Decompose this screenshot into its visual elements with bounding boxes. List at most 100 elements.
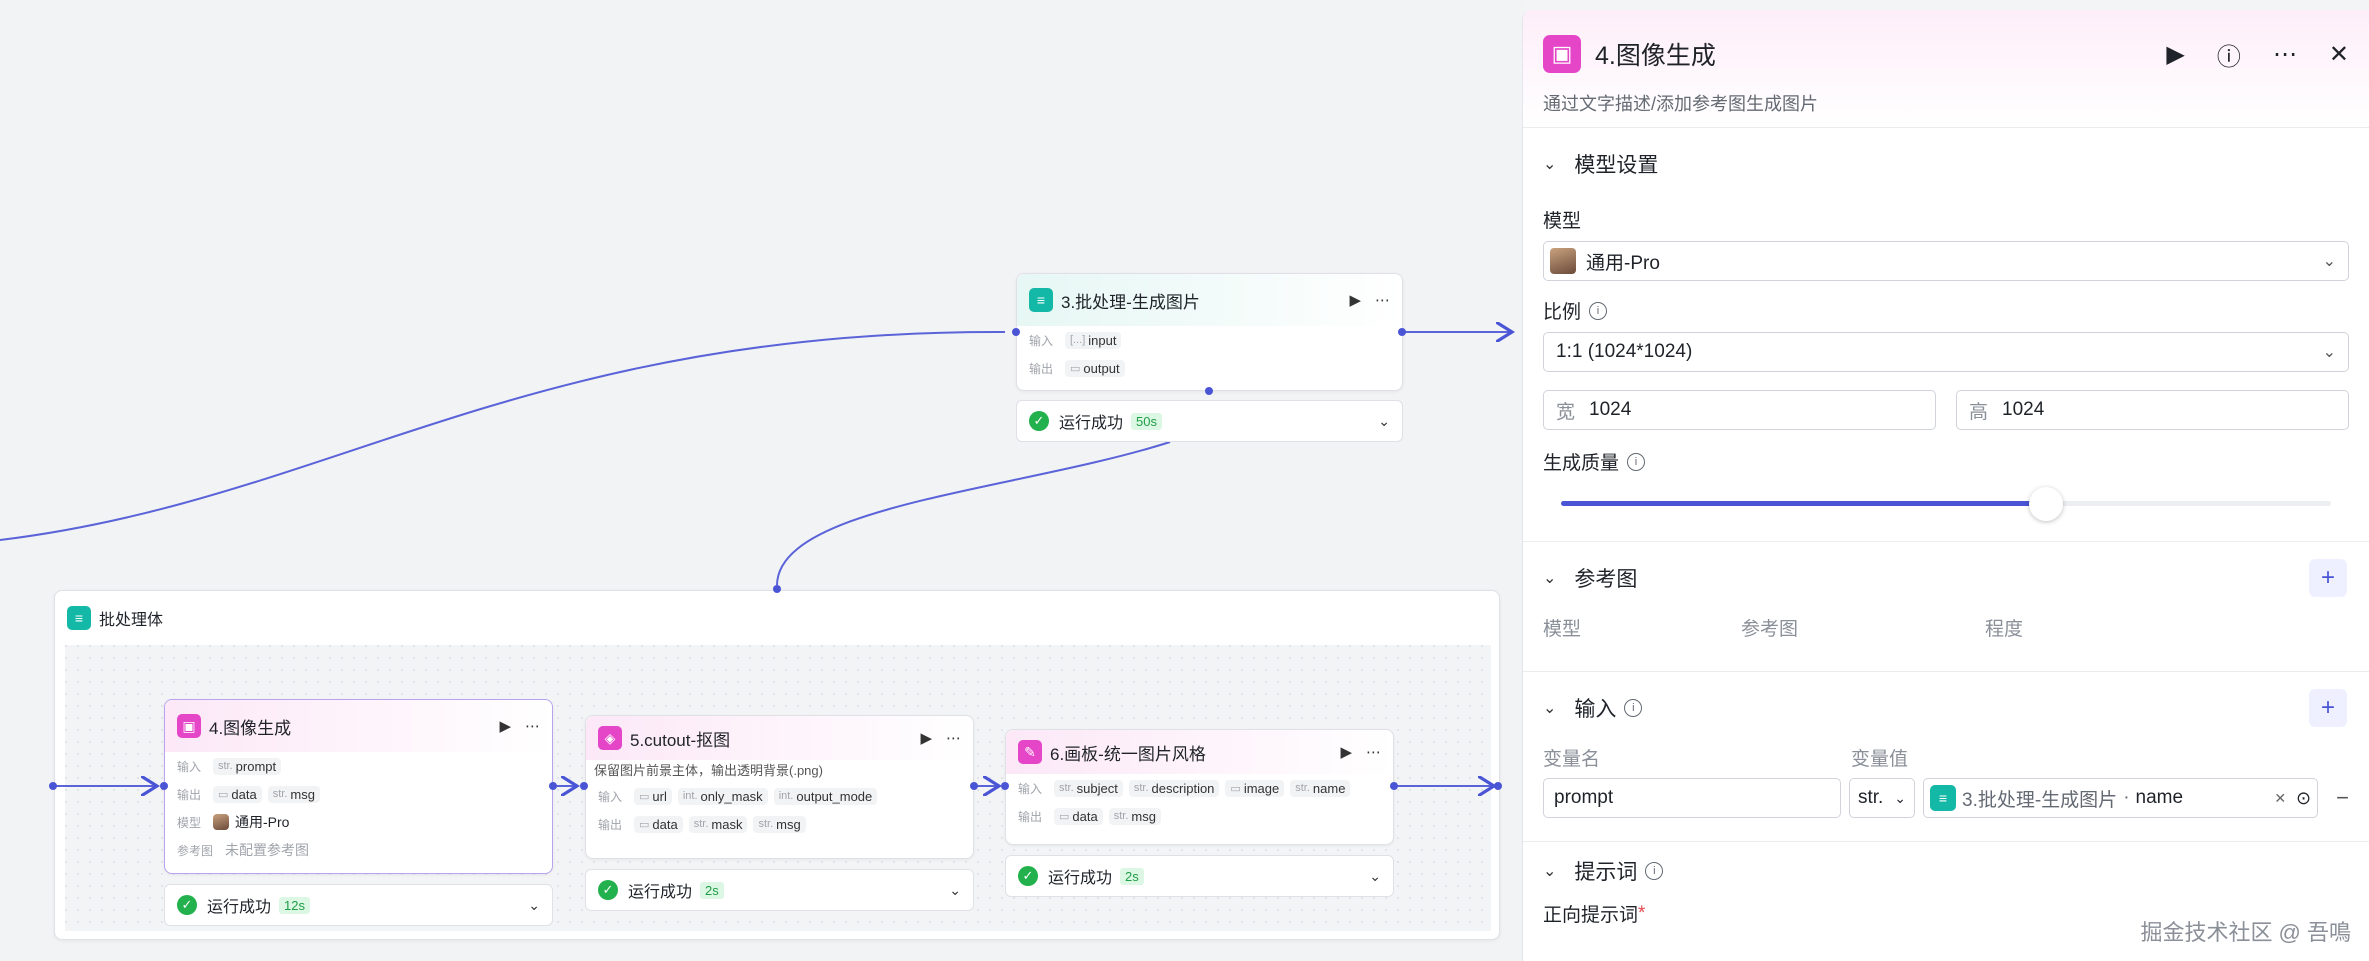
node-batch-generate[interactable]: ≡ 3.批处理-生成图片 ▶ ⋯ 输入 [...]input 输出 ▭outpu…: [1016, 273, 1403, 391]
type-label: int.: [682, 790, 698, 802]
var-name: url: [652, 788, 667, 804]
quality-slider[interactable]: [1561, 483, 2331, 523]
status-text: 运行成功: [1059, 415, 1124, 432]
height-input[interactable]: 高 1024: [1956, 390, 2349, 430]
input-tag: int.output_mode: [773, 787, 878, 805]
node-canvas-style[interactable]: ✎ 6.画板-统一图片风格 ▶ ⋯ 输入 str.subject str.des…: [1005, 729, 1394, 845]
ratio-value: 1:1 (1024*1024): [1556, 341, 1693, 362]
workflow-canvas[interactable]: ≡ 3.批处理-生成图片 ▶ ⋯ 输入 [...]input 输出 ▭outpu…: [0, 0, 1522, 961]
chevron-down-icon[interactable]: ⌄: [1378, 412, 1390, 429]
more-icon[interactable]: ⋯: [946, 730, 961, 747]
output-port[interactable]: [1390, 782, 1398, 790]
run-icon[interactable]: ▶: [920, 730, 932, 747]
more-icon[interactable]: ⋯: [1375, 292, 1390, 309]
width-value: 1024: [1589, 399, 1632, 420]
output-port[interactable]: [970, 782, 978, 790]
cutout-icon: ◈: [598, 726, 622, 750]
node-image-generate[interactable]: ▣ 4.图像生成 ▶ ⋯ 输入 str.prompt 输出 ▭data str.…: [164, 699, 553, 874]
chevron-down-icon[interactable]: ⌄: [528, 896, 540, 913]
info-icon[interactable]: i: [1589, 301, 1608, 320]
check-icon: ✓: [1029, 411, 1049, 431]
output-port[interactable]: [1398, 328, 1406, 336]
more-icon[interactable]: ⋯: [1366, 744, 1381, 761]
model-avatar: [1550, 248, 1576, 274]
output-tag: ▭data: [213, 785, 262, 803]
slider-handle[interactable]: [2029, 487, 2064, 521]
info-icon[interactable]: i: [1624, 699, 1643, 717]
var-name: msg: [776, 816, 801, 832]
run-icon[interactable]: ▶: [1340, 744, 1352, 761]
width-input[interactable]: 宽 1024: [1543, 390, 1936, 430]
input-tag: str.subject: [1054, 779, 1123, 797]
model-label: 模型: [1543, 211, 1582, 232]
chevron-down-icon[interactable]: ⌄: [949, 881, 961, 898]
type-label: str.: [1295, 782, 1310, 794]
edge-node3-to-batch: [776, 441, 1171, 586]
slider-fill: [1561, 501, 2047, 506]
chevron-down-icon: ⌄: [1543, 863, 1557, 880]
var-name-input[interactable]: prompt: [1543, 778, 1841, 818]
help-icon[interactable]: ⓘ: [2216, 43, 2241, 71]
section-header[interactable]: ⌄ 提示词 i: [1543, 842, 2349, 900]
node-cutout[interactable]: ◈ 5.cutout-抠图 ▶ ⋯ 保留图片前景主体，输出透明背景(.png) …: [585, 715, 974, 859]
var-name: data: [1072, 808, 1098, 824]
required-mark: *: [1638, 902, 1646, 924]
add-input-button[interactable]: +: [2309, 689, 2347, 727]
run-icon[interactable]: ▶: [2166, 40, 2185, 68]
model-select[interactable]: 通用-Pro ⌄: [1543, 241, 2349, 281]
type-label: str.: [1059, 782, 1074, 794]
add-reference-button[interactable]: +: [2309, 559, 2347, 597]
more-icon[interactable]: ⋯: [525, 718, 540, 735]
positive-prompt-label: 正向提示词: [1543, 905, 1639, 926]
input-port[interactable]: [1001, 782, 1009, 790]
info-icon[interactable]: i: [1645, 862, 1664, 880]
port[interactable]: [1494, 782, 1502, 790]
layers-icon: ≡: [1930, 785, 1956, 811]
section-header[interactable]: ⌄ 输入 i +: [1543, 672, 2349, 744]
section-header[interactable]: ⌄ 参考图 +: [1543, 542, 2349, 614]
prompt-section: ⌄ 提示词 i 正向提示词 *: [1523, 842, 2369, 927]
image-icon: ▭: [1230, 782, 1241, 795]
status-bar[interactable]: ✓ 运行成功 50s ⌄: [1016, 400, 1403, 442]
variable-picker-icon[interactable]: ⊙: [2296, 787, 2312, 808]
more-icon[interactable]: ⋯: [2272, 40, 2297, 68]
node-desc: 保留图片前景主体，输出透明背景(.png): [594, 763, 823, 778]
output-tag: str.mask: [688, 815, 748, 833]
run-icon[interactable]: ▶: [1349, 292, 1361, 309]
output-port[interactable]: [549, 782, 557, 790]
close-icon[interactable]: ✕: [2328, 40, 2349, 68]
chevron-down-icon[interactable]: ⌄: [1369, 867, 1381, 884]
status-bar[interactable]: ✓ 运行成功 2s ⌄: [1005, 855, 1394, 897]
run-icon[interactable]: ▶: [499, 718, 511, 735]
input-port[interactable]: [580, 782, 588, 790]
remove-variable-button[interactable]: −: [2336, 785, 2349, 810]
port[interactable]: [49, 782, 57, 790]
layers-icon: ≡: [67, 606, 91, 630]
batch-port[interactable]: [1205, 387, 1213, 395]
info-icon[interactable]: i: [1627, 452, 1646, 471]
var-name-value: prompt: [1554, 787, 1614, 808]
batch-input-port[interactable]: [773, 585, 781, 593]
chevron-down-icon: ⌄: [2322, 344, 2336, 361]
clear-icon[interactable]: ✕: [2274, 789, 2287, 806]
var-type-select[interactable]: str. ⌄: [1849, 778, 1915, 818]
output-label: 输出: [1029, 361, 1054, 376]
input-port[interactable]: [1012, 328, 1020, 336]
input-port[interactable]: [160, 782, 168, 790]
section-title: 提示词: [1574, 861, 1638, 884]
edge-start-to-node3: [0, 330, 1006, 541]
node-title: 6.画板-统一图片风格: [1050, 744, 1206, 764]
output-tag: str.msg: [1108, 807, 1161, 825]
section-header[interactable]: ⌄ 模型设置: [1543, 128, 2349, 200]
model-label: 模型: [177, 815, 202, 830]
ratio-select[interactable]: 1:1 (1024*1024) ⌄: [1543, 332, 2349, 372]
type-label: str.: [758, 818, 774, 830]
col-header: 参考图: [1741, 619, 1799, 640]
var-name: output: [1083, 360, 1120, 376]
var-value-ref[interactable]: ≡ 3.批处理-生成图片 · name ✕ ⊙: [1923, 778, 2319, 818]
quality-label: 生成质量: [1543, 453, 1620, 474]
node-title: 5.cutout-抠图: [630, 730, 731, 750]
status-bar[interactable]: ✓ 运行成功 2s ⌄: [585, 869, 974, 911]
status-bar[interactable]: ✓ 运行成功 12s ⌄: [164, 884, 553, 926]
status-text: 运行成功: [207, 899, 272, 916]
